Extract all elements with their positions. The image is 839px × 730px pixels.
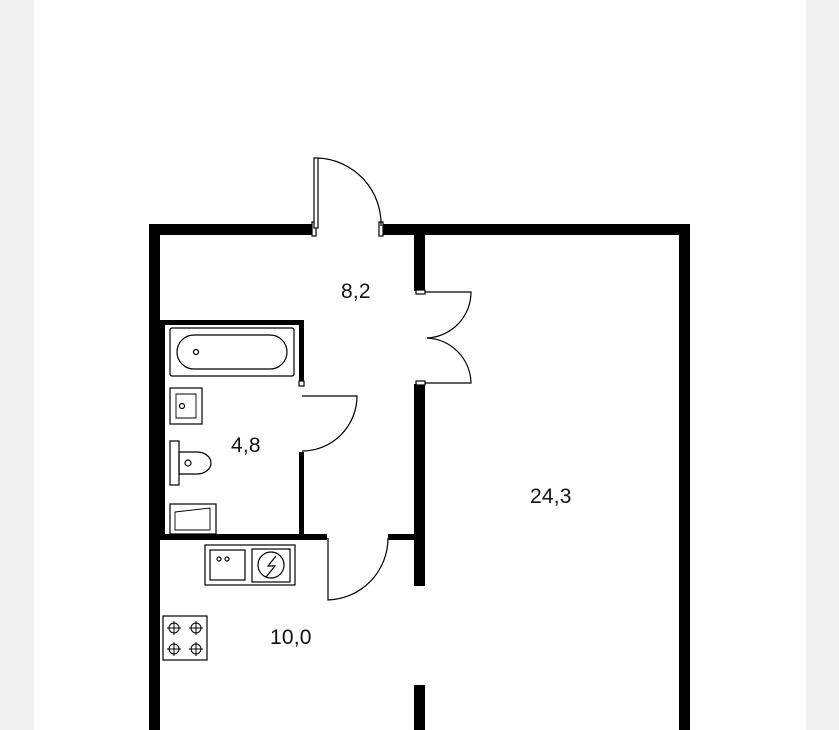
area-bathroom: 4,8: [231, 434, 261, 457]
partition-living-1: [414, 235, 425, 291]
bathroom-fixtures: [169, 327, 295, 535]
kitchen-wall-top-b: [388, 534, 414, 540]
kitchen-door: [327, 537, 389, 601]
kitchen-fixtures: [162, 544, 296, 661]
sink-icon: [169, 387, 203, 425]
kitchen-wall-top-a: [160, 534, 327, 540]
bathtub-icon: [169, 327, 295, 377]
entrance-door: [311, 157, 384, 237]
area-living-room: 24,3: [530, 485, 572, 508]
area-hallway: 8,2: [341, 280, 371, 303]
outer-wall-top-left: [149, 224, 312, 235]
outer-wall-left: [149, 224, 160, 730]
outer-wall-right: [679, 224, 690, 730]
bathroom-wall-right-bottom: [299, 452, 304, 538]
bathroom-door: [298, 380, 358, 452]
kitchen-counter: [204, 544, 296, 586]
partition-living-2: [414, 384, 425, 586]
bathroom-wall-top: [160, 320, 304, 325]
dishwasher-icon: [251, 548, 291, 583]
kitchen-sink-icon: [209, 549, 246, 581]
outer-wall-top-right: [383, 224, 689, 235]
washing-machine-icon: [169, 503, 217, 535]
toilet-icon: [169, 440, 212, 486]
doors: [298, 157, 472, 601]
area-kitchen: 10,0: [270, 626, 312, 649]
bathroom-wall-left: [160, 320, 165, 538]
stove-icon: [162, 615, 208, 661]
partition-living-3: [414, 685, 425, 730]
bathroom-wall-right-top: [299, 320, 304, 383]
walls: [149, 224, 690, 730]
living-double-door: [415, 289, 472, 386]
